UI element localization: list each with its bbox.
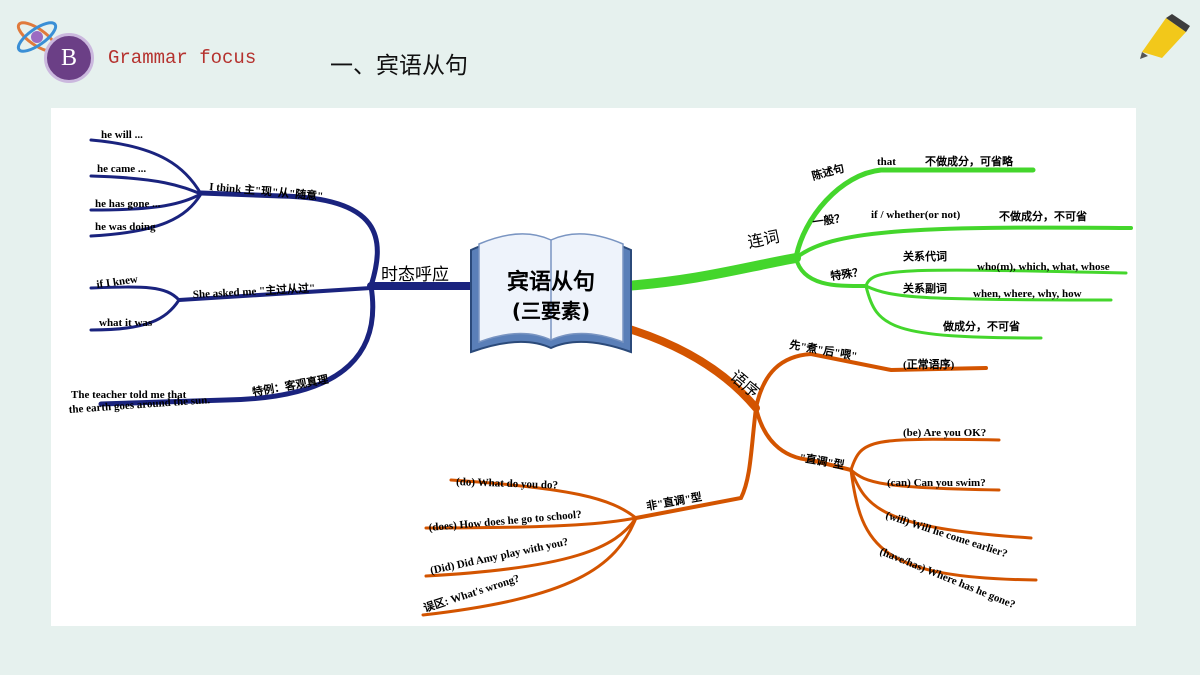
section-badge: B [44, 33, 94, 83]
connectives-group-label: 陈述句 [810, 161, 845, 183]
tense-label: 时态呼应 [381, 265, 449, 285]
open-book-icon [470, 233, 632, 354]
tense-item: what it was [99, 317, 153, 329]
connectives-sub-label: 关系代词 [903, 249, 947, 263]
tense-item: he was doing [95, 221, 156, 233]
connectives-sub-label: 关系副词 [903, 281, 947, 295]
connectives-group-label: 特殊？ [829, 265, 864, 283]
word-order-item: (be) Are you OK? [903, 427, 986, 439]
center-subtitle: (三要素) [512, 299, 590, 323]
connectives-label: 连词 [746, 227, 781, 252]
connectives-word: that [877, 156, 896, 168]
tense-item: he came ... [97, 163, 146, 175]
page-title: 一、宾语从句 [330, 53, 468, 79]
tense-group-label: I think 主"现"从"随意" [209, 179, 324, 203]
pencil-note-icon [1138, 12, 1190, 60]
mind-map: 时态呼应 I think 主"现"从"随意" he will ... he ca… [68, 129, 1133, 617]
word-order-group-label: "直调"型 [798, 450, 845, 472]
connectives-sub-words: when, where, why, how [973, 288, 1082, 300]
connectives-branch [621, 167, 1133, 340]
connectives-sub-words: who(m), which, what, whose [977, 261, 1110, 273]
connectives-note: 不做成分，不可省 [999, 209, 1087, 223]
word-order-branch [421, 324, 1038, 617]
connectives-note: 不做成分，可省略 [925, 154, 1014, 168]
tense-item: he has gone ... [95, 198, 161, 210]
center-title: 宾语从句 [507, 269, 595, 295]
word-order-item: (does) How does he go to school? [428, 509, 582, 534]
word-order-group-label: 先"煮"后"喂" [788, 337, 858, 363]
word-order-note: (正常语序) [903, 357, 955, 371]
tense-item: The teacher told me that [71, 389, 187, 401]
connectives-group-label: 一般？ [811, 211, 846, 229]
mind-map-panel: 时态呼应 I think 主"现"从"随意" he will ... he ca… [51, 108, 1136, 626]
word-order-item: (do) What do you do? [456, 476, 558, 492]
connectives-note: 做成分，不可省 [942, 319, 1020, 333]
tense-branch [89, 138, 480, 407]
tense-item: if I knew [96, 273, 139, 291]
word-order-item: (can) Can you swim? [887, 477, 986, 489]
tense-group-label: She asked me "主过从过" [192, 281, 315, 301]
connectives-word: if / whether(or not) [871, 209, 961, 221]
section-label: Grammar focus [108, 47, 257, 69]
tense-item: he will ... [101, 129, 143, 141]
